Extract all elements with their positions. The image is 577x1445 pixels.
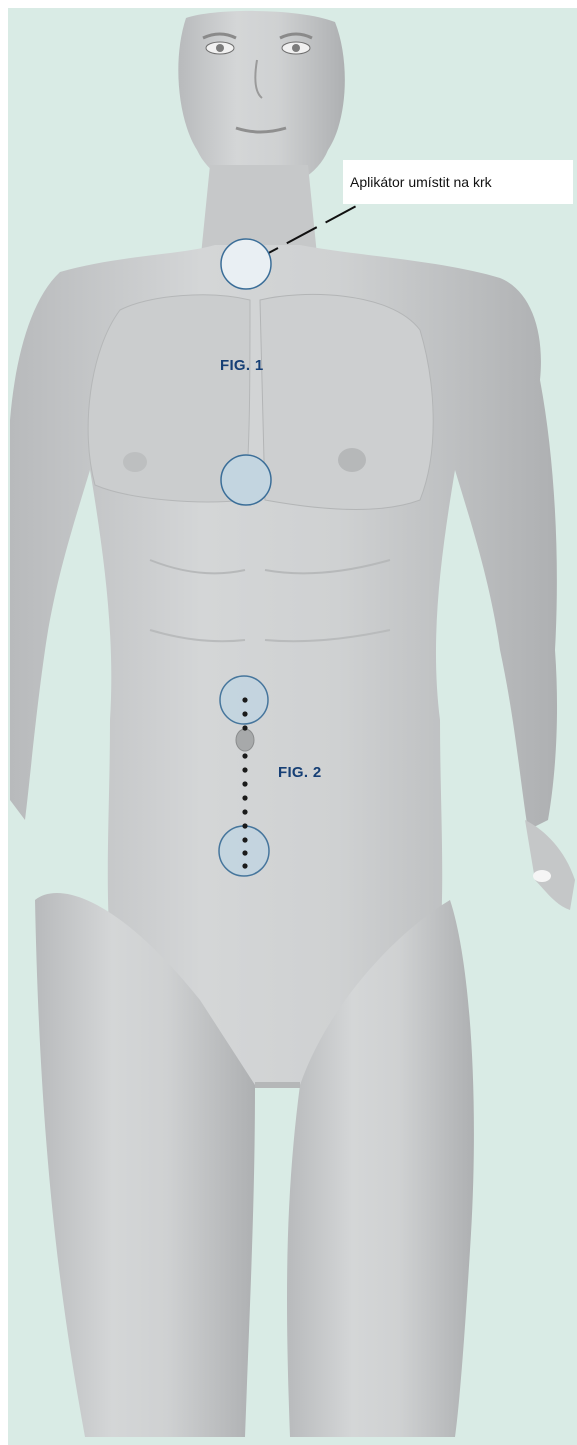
fig1-label: FIG. 1	[220, 357, 263, 374]
sternum-applicator-marker	[221, 455, 271, 505]
navel	[236, 729, 254, 751]
neck-applicator-marker	[221, 239, 271, 289]
left-nipple	[123, 452, 147, 472]
right-nipple	[338, 448, 366, 472]
neck-callout-label: Aplikátor umístit na krk	[343, 160, 573, 204]
fig2-label: FIG. 2	[278, 764, 321, 781]
right-hand	[525, 820, 575, 910]
